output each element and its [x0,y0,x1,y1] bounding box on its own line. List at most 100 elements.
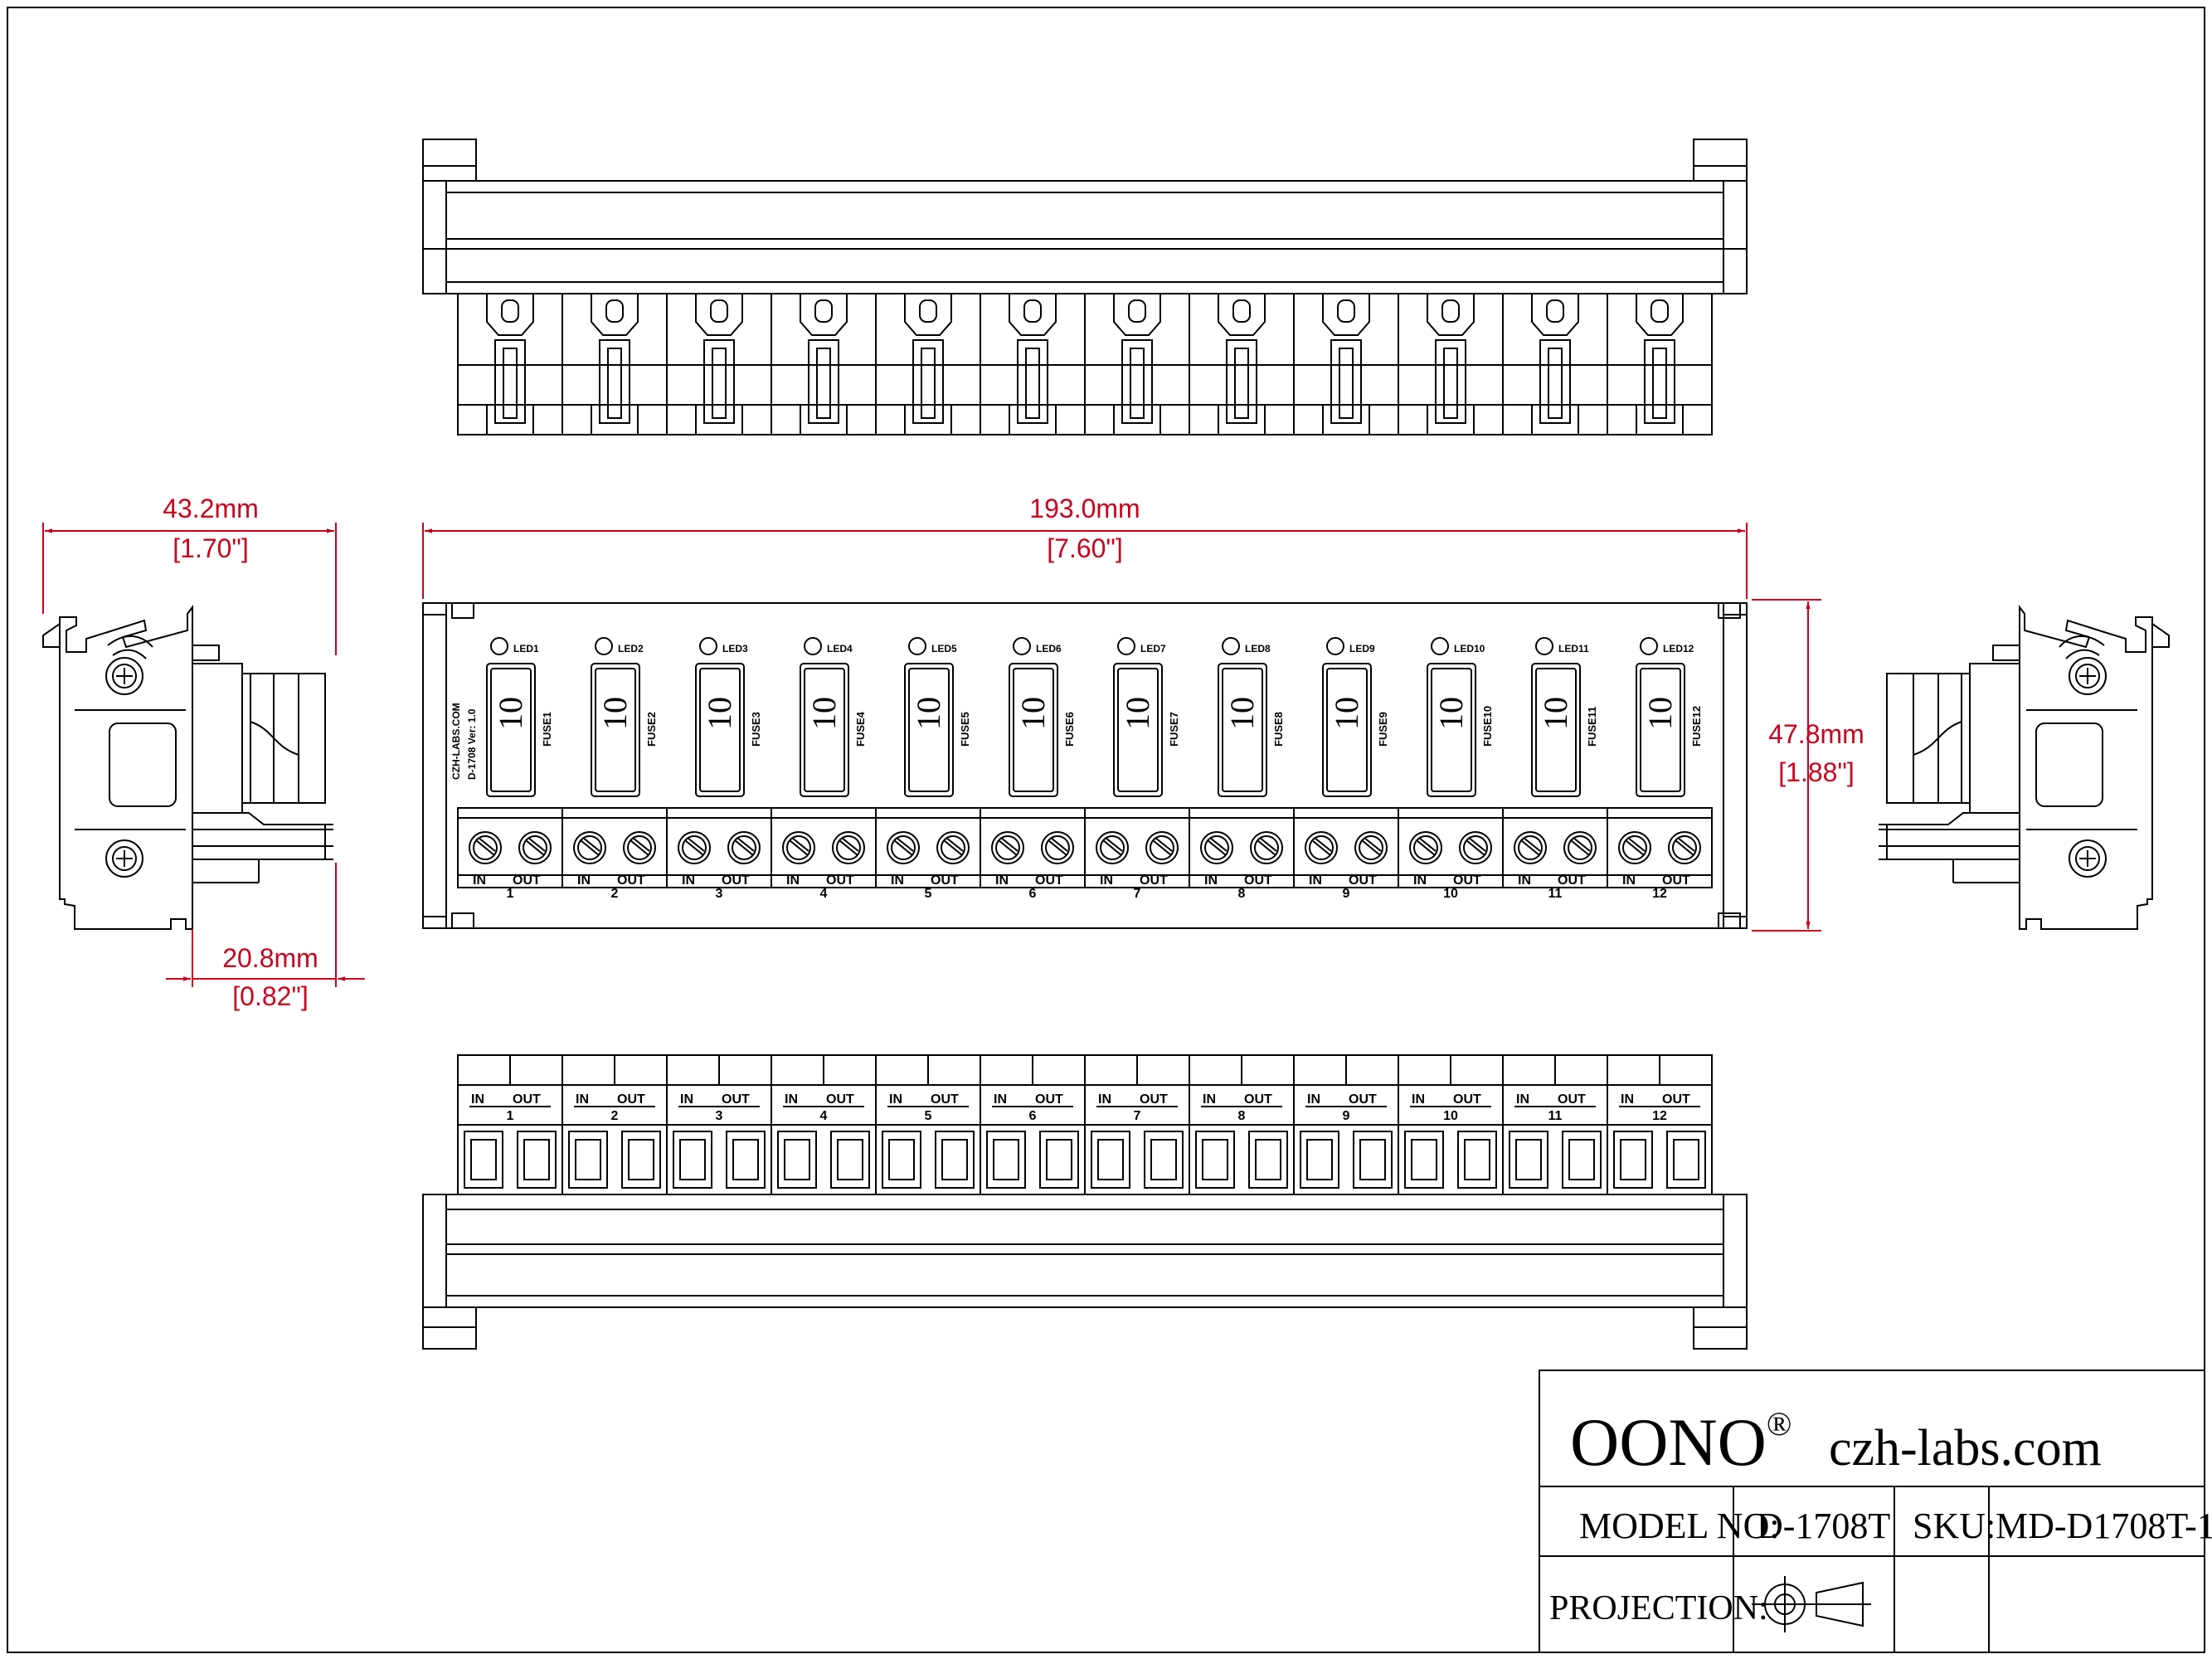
fuse-rating: 10 [701,697,738,730]
fuse-holder-slot [1337,299,1355,323]
screw-slot [839,839,858,856]
out-terminal-screw [1354,831,1388,864]
out-terminal-screw [623,831,656,864]
fuse-label: FUSE8 [1272,712,1285,747]
fuse-label: FUSE5 [959,712,971,747]
sku-value: MD-D1708T-1 [1996,1506,2212,1546]
top-module [666,294,743,435]
led-indicator [1222,637,1240,655]
screw-head [832,831,865,864]
fuse-holder-slot [1128,299,1146,323]
screw-head [1618,831,1651,864]
screw-recess [891,835,916,860]
fuse-holder-top [591,294,639,336]
channel-number: 10 [1443,1109,1458,1123]
screw-slot [734,839,754,856]
silkscreen-website: CZH-LABS.COM [450,703,462,780]
in-label: IN [1622,873,1636,888]
out-terminal-screw [1041,831,1074,864]
screw-slot [1257,839,1276,856]
channel-number: 9 [1343,1109,1350,1123]
top-module [486,294,534,435]
terminal-clamp-inner [503,348,518,419]
led-indicator [490,637,508,655]
fuse-holder-inner [908,668,950,792]
screw-slot [632,837,650,852]
in-terminal-screw [782,831,815,864]
out-terminal-screw [518,831,552,864]
screw-recess [836,835,861,860]
screw-slot [1207,839,1227,856]
screw-recess [1622,835,1647,860]
rail-offset-in: [0.82"] [232,981,308,1011]
screw-head [1096,831,1129,864]
out-wire-entry [1562,1131,1602,1189]
bottom-module: IN OUT 7 [1084,1055,1184,1194]
out-wire-entry-inner [837,1139,863,1180]
fuse-holder-slot [710,299,728,323]
out-label: OUT [1140,873,1168,888]
screw-head [623,831,656,864]
screw-slot [1468,837,1486,852]
screw-head [1514,831,1547,864]
out-label: OUT [1035,1092,1063,1107]
screw-slot [737,837,755,852]
out-label: OUT [513,1092,541,1107]
in-wire-entry [1509,1131,1548,1189]
terminal-clamp [599,339,630,424]
in-wire-entry [777,1131,817,1189]
fuse-holder-inner [699,668,741,792]
screw-slot [789,839,809,856]
terminal-clamp [1644,339,1675,424]
in-terminal-screw [991,831,1024,864]
fuse-holder-inner [1640,668,1681,792]
in-wire-entry [882,1131,921,1189]
screw-head [1563,831,1597,864]
led-indicator [1640,637,1658,655]
screw-slot [1209,837,1228,852]
screw-head [1409,831,1442,864]
out-wire-entry-inner [1255,1139,1281,1180]
depth-mm: 43.2mm [163,494,259,523]
in-wire-entry-inner [1202,1139,1228,1180]
screw-head [1668,831,1701,864]
in-label: IN [1516,1092,1529,1107]
in-label: IN [1100,873,1113,888]
screw-recess [1568,835,1592,860]
led-indicator [1431,637,1449,655]
fuse-holder-top [486,294,534,336]
in-label: IN [471,1092,484,1107]
in-label: IN [1098,1092,1111,1107]
fuse-label: FUSE3 [750,712,762,747]
model-value: D-1708T [1757,1506,1890,1546]
fuse-holder [904,663,954,797]
out-label: OUT [1244,873,1272,888]
rail-offset-mm: 20.8mm [222,943,318,973]
channel-number: 4 [820,1109,828,1123]
screw-slot [1311,839,1331,856]
in-label: IN [1412,1092,1425,1107]
led-indicator [699,637,717,655]
led-indicator [1535,637,1553,655]
out-label: OUT [931,873,959,888]
channel-number: 7 [1134,1109,1141,1123]
terminal-clamp [494,339,526,424]
screw-slot [478,837,496,852]
channel-number: 10 [1443,887,1458,901]
fuse-rating: 10 [1432,697,1470,730]
channel-number: 11 [1548,1109,1563,1123]
out-label: OUT [1558,873,1586,888]
out-wire-entry-inner [1673,1139,1699,1180]
out-label: OUT [1140,1092,1168,1107]
screw-recess [523,835,547,860]
channel-number: 12 [1652,887,1667,901]
led-label: LED11 [1558,643,1589,654]
in-terminal-screw [887,831,920,864]
top-module [771,294,848,435]
in-label: IN [785,1092,798,1107]
